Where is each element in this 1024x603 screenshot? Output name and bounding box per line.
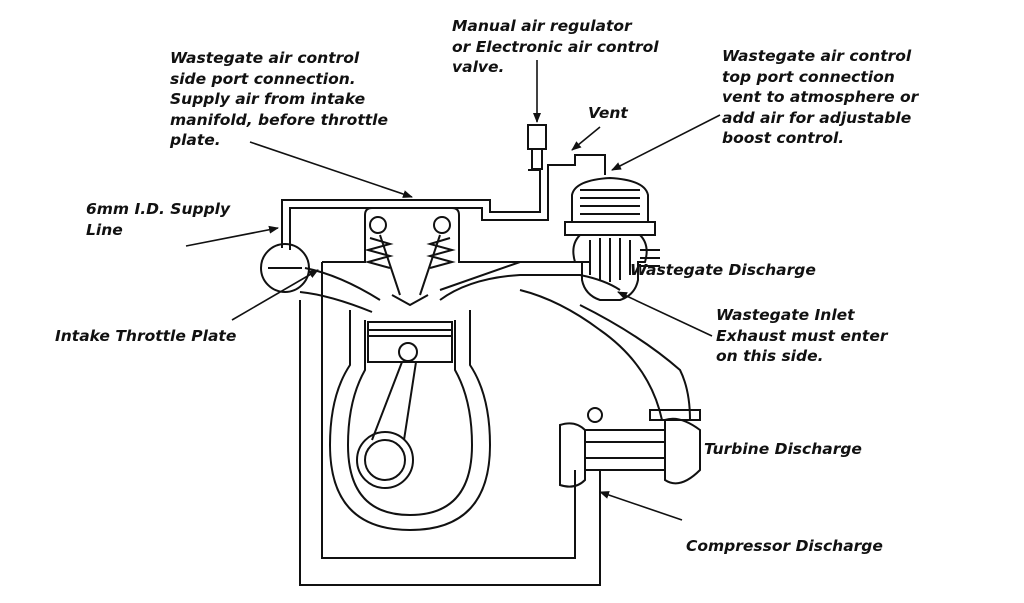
supply-air-lines <box>281 124 606 250</box>
label-compressor-discharge: Compressor Discharge <box>686 537 883 555</box>
wastegate <box>564 176 660 301</box>
label-turbine-discharge: Turbine Discharge <box>704 440 862 458</box>
label-wastegate-discharge: Wastegate Discharge <box>630 261 816 279</box>
exhaust-manifold <box>439 261 691 421</box>
connecting-rod <box>356 361 417 489</box>
label-wastegate-inlet: Wastegate Inlet Exhaust must enter on th… <box>716 306 888 365</box>
cylinder-bore <box>328 310 492 532</box>
arrow-top-port <box>611 114 721 171</box>
label-manual-air-regulator: Manual air regulator or Electronic air c… <box>452 17 659 76</box>
arrow-compressor-discharge <box>599 491 683 521</box>
label-intake-throttle-plate: Intake Throttle Plate <box>55 327 237 345</box>
label-top-port-connection: Wastegate air control top port connectio… <box>722 47 919 147</box>
arrow-wastegate-inlet <box>617 291 713 337</box>
label-supply-line: 6mm I.D. Supply Line <box>86 200 231 239</box>
piston <box>367 321 453 363</box>
turbocharger <box>559 407 701 488</box>
arrow-supply-line <box>185 225 279 247</box>
valve-train <box>364 216 456 307</box>
leader-arrows <box>185 60 721 521</box>
engine-block <box>299 207 601 586</box>
arrow-intake-throttle <box>231 269 319 321</box>
arrow-side-port <box>249 141 413 198</box>
intake-manifold <box>260 243 381 313</box>
label-side-port-connection: Wastegate air control side port connecti… <box>170 49 388 149</box>
arrow-vent <box>571 126 601 151</box>
label-vent: Vent <box>588 104 628 122</box>
